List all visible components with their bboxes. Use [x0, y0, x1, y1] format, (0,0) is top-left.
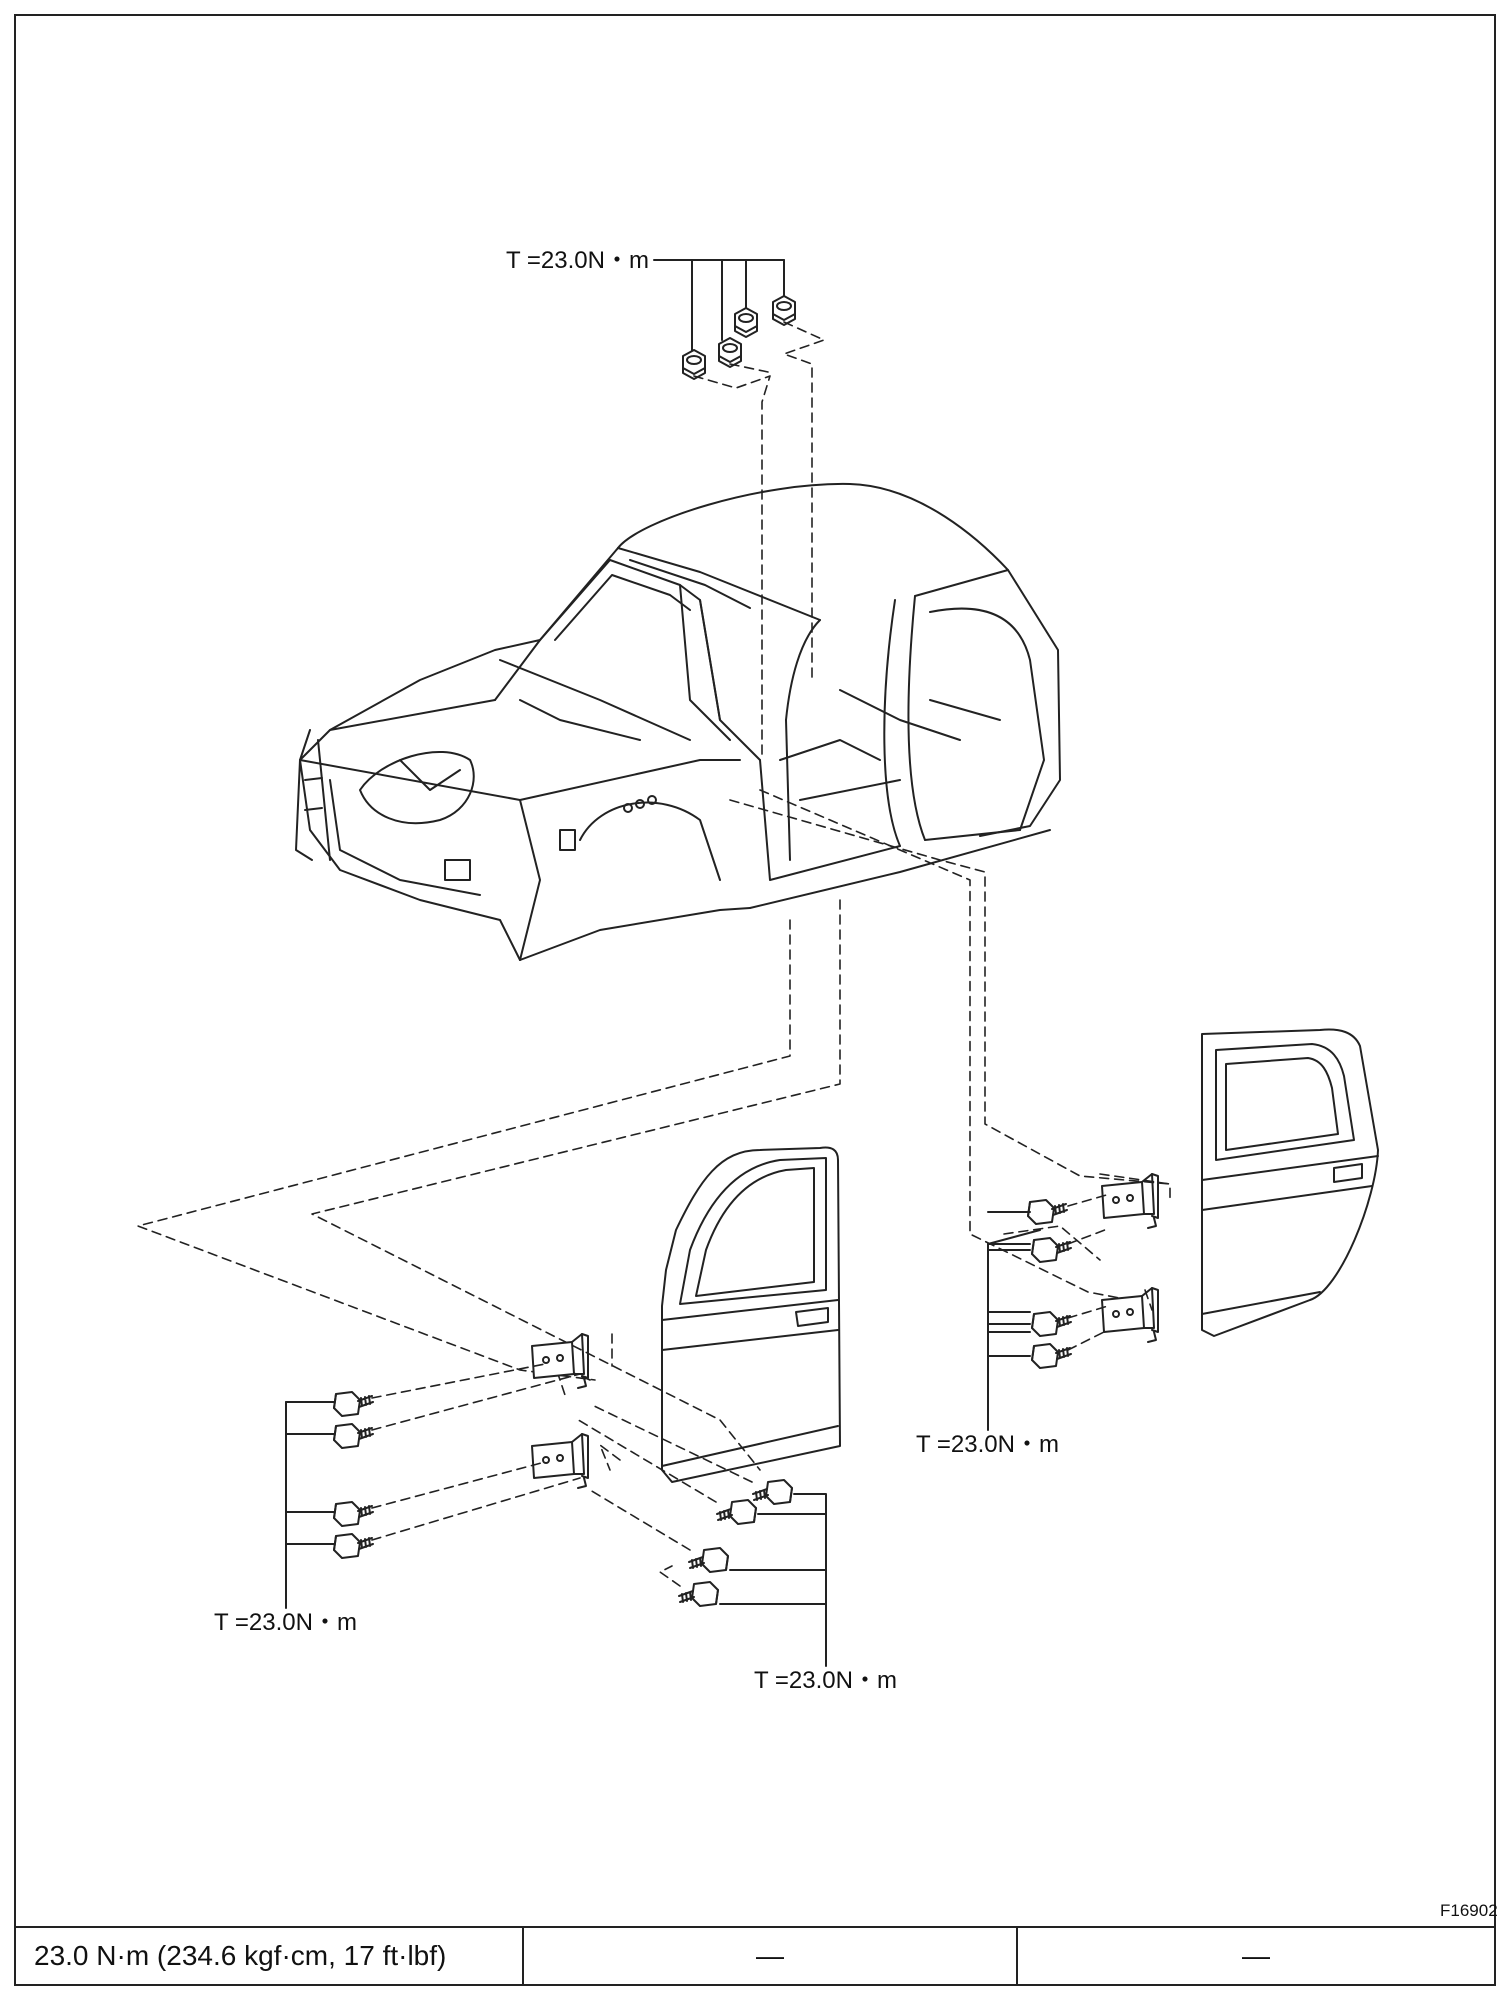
bolt-icon	[678, 1581, 719, 1607]
nut-icon	[718, 337, 742, 368]
bolt-icon	[333, 1533, 374, 1559]
figure-code: F16902	[1440, 1901, 1498, 1920]
torque-spec-cell: 23.0 N·m (234.6 kgf·cm, 17 ft·lbf)	[14, 1926, 524, 1986]
nut-icon	[734, 307, 758, 338]
front-upper-torque-label: T =23.0N・m	[214, 1609, 357, 1636]
front-door-panel	[661, 1146, 841, 1483]
front-lower-torque-label: T =23.0N・m	[754, 1667, 897, 1694]
cab-body-shell	[295, 482, 1061, 961]
roof-nuts-group	[653, 259, 825, 761]
nut-icon	[682, 349, 706, 380]
diagram-frame	[14, 14, 1496, 1986]
front-lower-hinge-icon	[531, 1433, 589, 1489]
torque-spec-cell: —	[1016, 1926, 1496, 1986]
bolt-icon	[1031, 1311, 1072, 1337]
rear-body-bolts-group	[987, 1193, 1111, 1431]
bolt-icon	[1031, 1343, 1072, 1369]
front-door-bolts-group	[574, 1403, 827, 1667]
rear-hinge-torque-label: T =23.0N・m	[916, 1431, 1059, 1458]
nut-icon	[772, 295, 796, 326]
rear-door-panel	[1201, 1028, 1379, 1337]
front-body-bolts-group	[285, 1363, 581, 1609]
torque-spec-row: 23.0 N·m (234.6 kgf·cm, 17 ft·lbf) — —	[14, 1926, 1496, 1986]
roof-nut-torque-label: T =23.0N・m	[506, 247, 649, 274]
bolt-icon	[716, 1499, 757, 1525]
assembly-lines	[137, 789, 1171, 1471]
bolt-icon	[333, 1423, 374, 1449]
bolt-icon	[1031, 1237, 1072, 1263]
torque-spec-table: 23.0 N·m (234.6 kgf·cm, 17 ft·lbf) — —	[14, 1926, 1496, 1986]
bolt-icon	[1027, 1199, 1068, 1225]
bolt-icon	[333, 1391, 374, 1417]
bolt-icon	[752, 1479, 793, 1505]
bolt-icon	[688, 1547, 729, 1573]
bolt-icon	[333, 1501, 374, 1527]
torque-spec-cell: —	[522, 1926, 1018, 1986]
